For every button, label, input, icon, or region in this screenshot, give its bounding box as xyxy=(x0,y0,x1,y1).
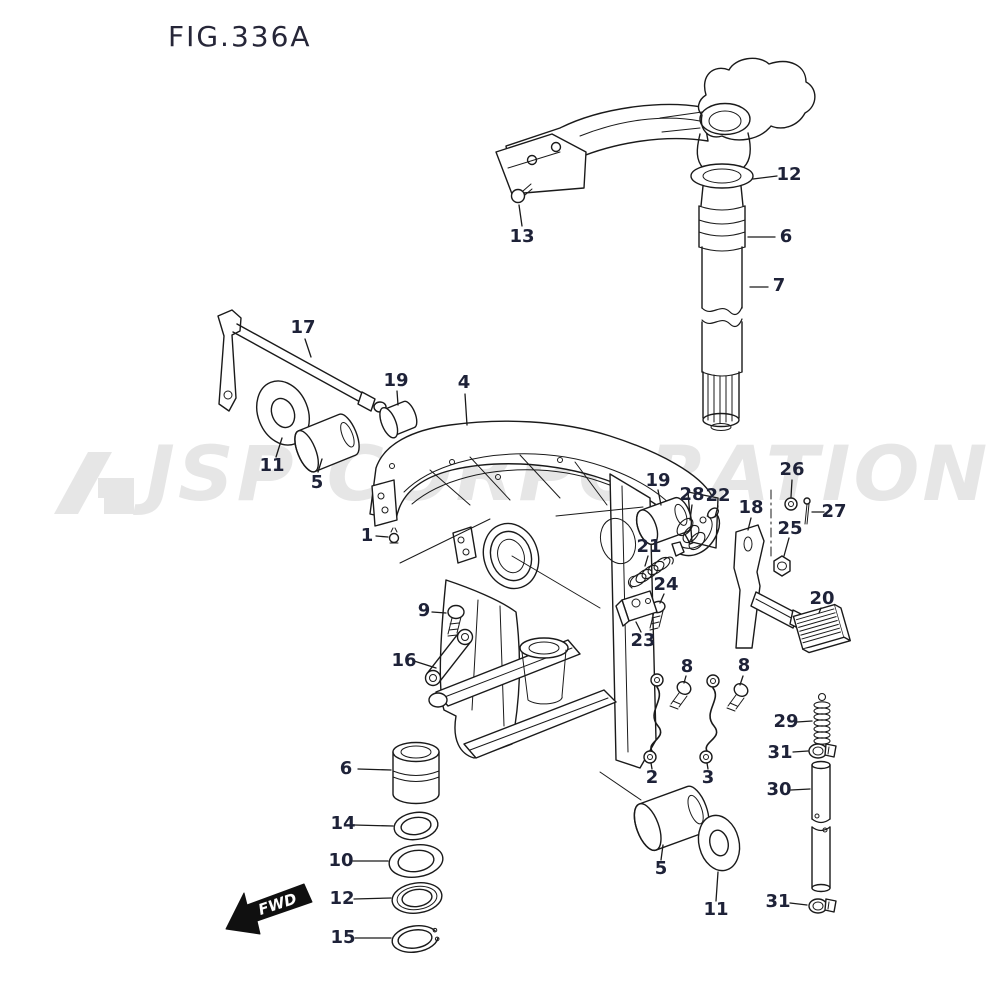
screw-13-part xyxy=(510,183,533,204)
callout-27: 27 xyxy=(821,501,847,522)
snap-ring-15-part xyxy=(391,925,445,953)
callout-13: 13 xyxy=(509,226,535,247)
callout-19-right: 19 xyxy=(645,470,671,491)
swivel-housing-part xyxy=(428,473,657,769)
nut-25-part xyxy=(773,555,791,577)
bushing-6-stack-part xyxy=(392,741,440,805)
callout-5-lower: 5 xyxy=(654,858,668,879)
ring-10-part xyxy=(388,844,444,878)
link-16-part xyxy=(424,628,474,687)
callout-7: 7 xyxy=(772,275,786,296)
bushing-19-upper-part xyxy=(379,400,418,439)
figure-title: FIG.336A xyxy=(168,20,312,53)
callout-4: 4 xyxy=(457,372,471,393)
callout-31-lower: 31 xyxy=(765,891,791,912)
callout-14: 14 xyxy=(330,813,356,834)
cable-3-part xyxy=(699,674,720,764)
callout-25: 25 xyxy=(777,518,803,539)
leader-lines xyxy=(275,175,825,939)
callout-30: 30 xyxy=(766,779,792,800)
hook-22-part xyxy=(671,507,721,557)
callout-3: 3 xyxy=(701,767,715,788)
callout-1: 1 xyxy=(360,525,374,546)
callout-6-shaft: 6 xyxy=(779,226,793,247)
alignment-lines xyxy=(399,489,772,801)
grease-nipple-1-part xyxy=(388,527,400,544)
callout-15: 15 xyxy=(330,927,356,948)
bolt-8-left-part xyxy=(669,681,692,710)
bolt-8-right-part xyxy=(726,683,749,712)
spring-29-part xyxy=(813,692,831,745)
callout-22: 22 xyxy=(705,485,731,506)
callout-31-upper: 31 xyxy=(767,742,793,763)
callout-8-right: 8 xyxy=(737,655,751,676)
ring-12-stack-part xyxy=(391,882,443,914)
clamp-31-lower-part xyxy=(808,898,837,914)
callout-17: 17 xyxy=(290,317,316,338)
lever-18-part xyxy=(733,524,802,649)
callout-5-upper: 5 xyxy=(310,472,324,493)
washer-26-part xyxy=(784,497,798,511)
seal-12-part xyxy=(690,163,754,189)
clamp-31-upper-part xyxy=(808,743,837,759)
callout-10: 10 xyxy=(328,850,354,871)
spring-21-part xyxy=(627,556,674,589)
callout-19-upper: 19 xyxy=(383,370,409,391)
bolt-9-part xyxy=(447,604,465,637)
callout-21: 21 xyxy=(636,536,662,557)
callout-12-shaft: 12 xyxy=(776,164,802,185)
ring-14-part xyxy=(393,811,439,841)
shaft-7-part xyxy=(698,185,746,431)
callout-20: 20 xyxy=(809,588,835,609)
steering-arm-part xyxy=(495,57,816,195)
callout-28: 28 xyxy=(679,484,705,505)
callout-24: 24 xyxy=(653,574,679,595)
swivel-rod-17-part xyxy=(217,309,391,414)
callout-6-stack: 6 xyxy=(339,758,353,779)
washer-11-lower-part xyxy=(697,814,741,872)
callout-9: 9 xyxy=(417,600,431,621)
callout-11-lower: 11 xyxy=(703,899,729,920)
cable-2-part xyxy=(643,673,664,764)
fwd-arrow-label: FWD xyxy=(256,890,299,919)
callout-26: 26 xyxy=(779,459,805,480)
callout-8-left: 8 xyxy=(680,656,694,677)
clamp-bracket-4-part xyxy=(369,420,719,549)
fwd-arrow: FWD xyxy=(225,883,313,935)
callout-12-stack: 12 xyxy=(329,888,355,909)
callout-16: 16 xyxy=(391,650,417,671)
callout-11-upper: 11 xyxy=(259,455,285,476)
pad-20-part xyxy=(792,603,851,654)
callout-23: 23 xyxy=(630,630,656,651)
callout-2: 2 xyxy=(645,767,659,788)
bushing-5-upper-part xyxy=(294,413,360,473)
tube-30-part xyxy=(811,760,831,893)
callout-29: 29 xyxy=(773,711,799,732)
pin-27-part xyxy=(803,497,811,525)
callout-18: 18 xyxy=(738,497,764,518)
plate-23-part xyxy=(615,590,658,627)
